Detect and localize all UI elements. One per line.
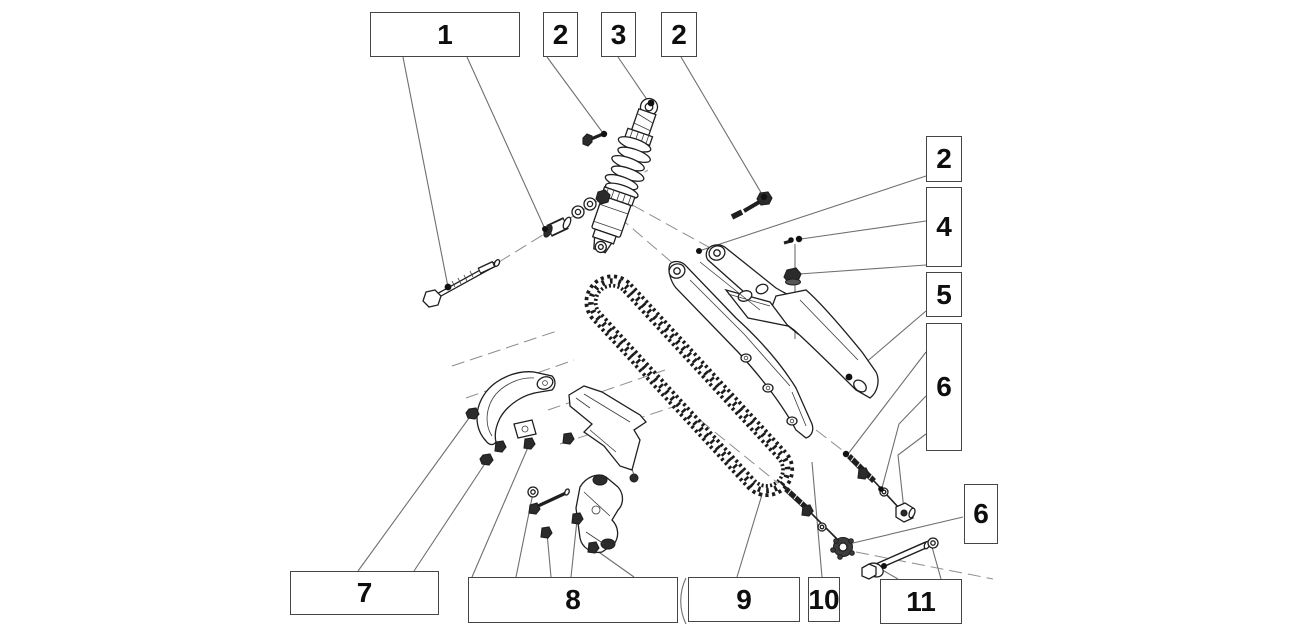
callout-2-right[interactable]: 2 [926,136,962,182]
pivot-washers-and-nut [571,189,611,219]
lower-shock-bolt [730,191,773,220]
callout-7[interactable]: 7 [290,571,439,615]
callout-11[interactable]: 11 [880,579,962,624]
castle-flange-nut [830,537,855,560]
leader-lines [357,56,964,625]
callout-9[interactable]: 9 [688,577,800,622]
callout-3[interactable]: 3 [601,12,636,57]
chain-slider [476,371,556,446]
upper-shock-bolt [582,132,604,147]
swingarm-mount-flange-nut [783,267,802,286]
rear-shock-absorber [591,97,659,254]
swingarm-pivot-bolt [422,259,501,308]
pivot-spacer-tube [543,216,572,238]
callout-1[interactable]: 1 [370,12,520,57]
callout-2-top-a[interactable]: 2 [543,12,578,57]
callout-5[interactable]: 5 [926,272,962,317]
drive-chain [584,274,795,498]
callout-2-top-b[interactable]: 2 [661,12,697,57]
chain-guide-plate [568,385,647,483]
left-chain-adjuster [784,486,841,543]
callout-10[interactable]: 10 [808,577,840,622]
leader-dots [444,99,887,569]
callout-6-upper[interactable]: 6 [926,323,962,451]
callout-4[interactable]: 4 [926,187,962,267]
chain-guide-block [575,474,624,554]
callout-6-lower[interactable]: 6 [964,484,998,544]
guide-fasteners [465,407,600,554]
callout-8[interactable]: 8 [468,577,678,623]
rear-axle-bolt [861,537,939,580]
swingarm [668,244,879,439]
